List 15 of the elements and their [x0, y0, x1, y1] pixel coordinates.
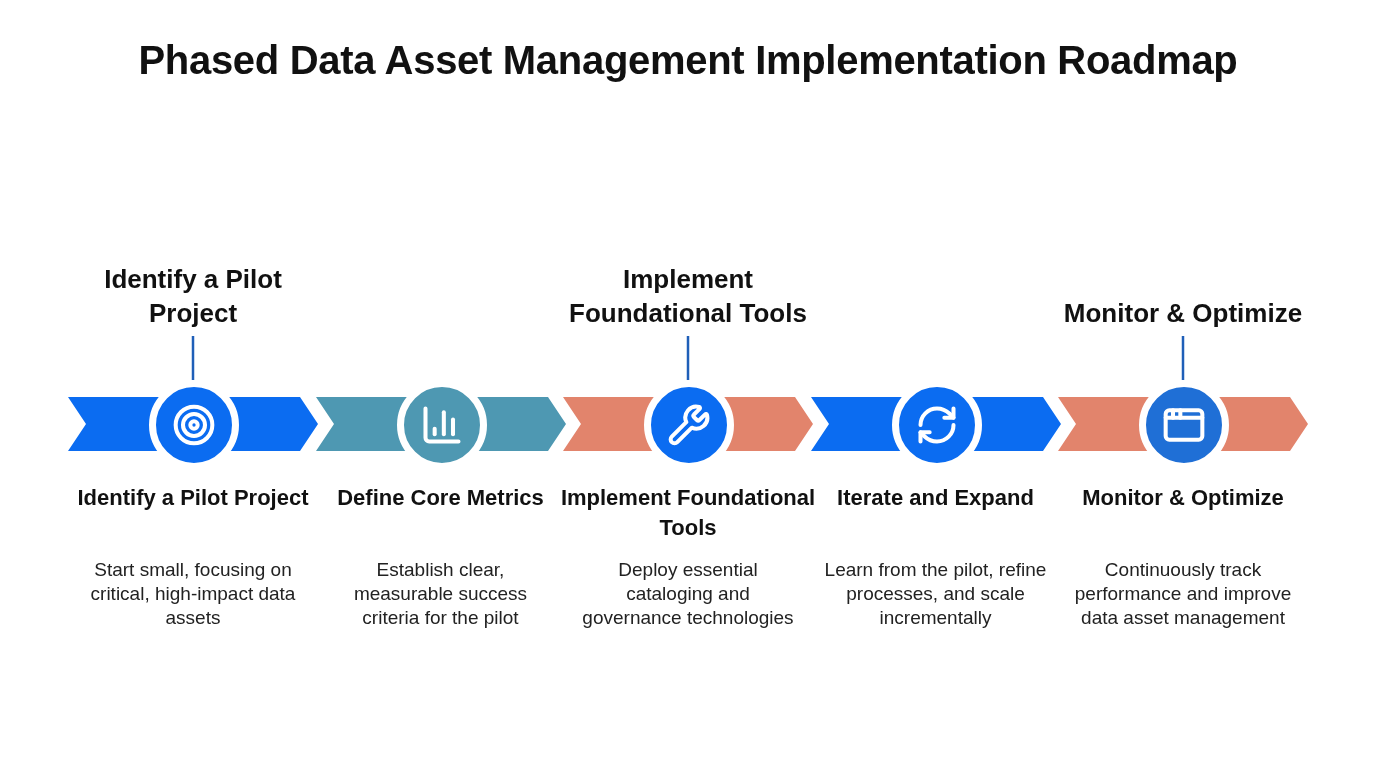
step-description: Continuously track performance and improve data asset management: [1073, 558, 1293, 630]
diagram-title: Phased Data Asset Management Implementation Roadmap: [137, 38, 1239, 83]
step-heading: Implement Foundational Tools: [559, 484, 817, 542]
leader-line: [1181, 336, 1185, 380]
step-description: Establish clear, measurable success criteria for the pilot: [352, 558, 529, 630]
phase-label: Monitor & Optimize: [1063, 218, 1303, 330]
step-description: Learn from the pilot, refine processes, and scale incrementally: [823, 558, 1048, 630]
step-heading: Monitor & Optimize: [1081, 484, 1285, 512]
step-description: Deploy essential cataloging and governance technologies: [581, 558, 795, 630]
step-heading: Identify a Pilot Project: [76, 484, 310, 512]
leader-line: [191, 336, 195, 380]
phase-label: Identify a Pilot Project: [73, 218, 313, 330]
phase-label: Implement Foundational Tools: [568, 218, 808, 330]
step-description: Start small, focusing on critical, high-impact data assets: [89, 558, 297, 630]
leader-line: [686, 336, 690, 380]
